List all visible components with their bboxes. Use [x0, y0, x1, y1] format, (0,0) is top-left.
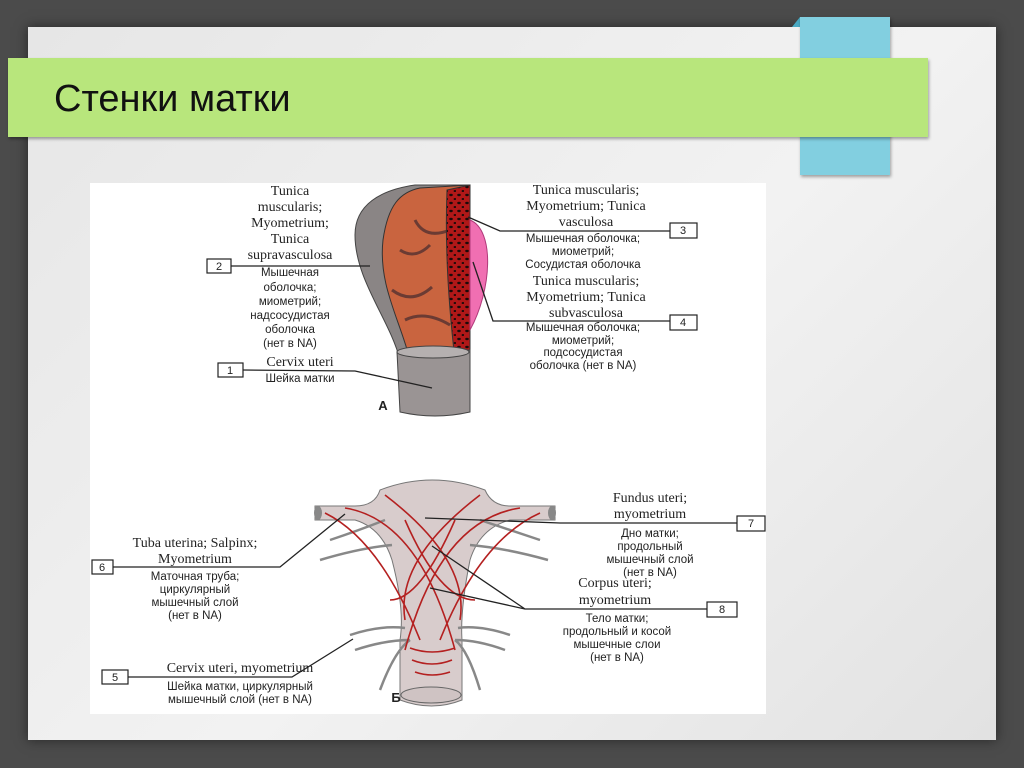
label-text-line: миометрий;: [552, 246, 614, 258]
label-5-russian-2: мышечный слой (нет в NA): [168, 694, 312, 706]
diagram-svg: А 2 Tunica muscularis; Myometrium; Tunic…: [91, 183, 766, 707]
label-text-line: Сосудистая оболочка: [525, 259, 641, 271]
label-4-text: Tunica muscularis; Myometrium; Tunica su…: [526, 274, 647, 372]
label-number-3: 3: [680, 225, 686, 237]
label-1-russian: Шейка матки: [265, 373, 334, 385]
label-text-line: Tunica muscularis;: [533, 274, 639, 289]
label-number-8: 8: [719, 604, 725, 616]
label-text-line: Тело матки;: [586, 613, 649, 625]
label-text-line: оболочка;: [264, 282, 317, 294]
uterus-myometrium-illustration: [314, 479, 556, 707]
figure-a-letter: А: [378, 398, 388, 413]
label-text-line: Corpus uteri;: [578, 576, 652, 591]
label-text-line: (нет в NA): [263, 338, 317, 350]
uterus-wall-diagram: А 2 Tunica muscularis; Myometrium; Tunic…: [90, 183, 766, 714]
label-box-4: [669, 314, 698, 331]
tab-fold-decoration: [792, 17, 800, 27]
label-text-line: Мышечная оболочка;: [526, 233, 640, 245]
label-text-line: vasculosa: [559, 215, 614, 230]
label-1-latin: Cervix uteri: [266, 355, 333, 370]
label-5-latin: Cervix uteri, myometrium: [167, 661, 314, 676]
label-text-line: Мышечная: [261, 267, 319, 279]
label-3-text: Tunica muscularis; Myometrium; Tunica va…: [525, 183, 646, 271]
label-number-7: 7: [748, 518, 754, 530]
label-text-line: supravasculosa: [248, 248, 334, 263]
label-text-line: myometrium: [579, 593, 651, 608]
figure-b-letter: Б: [391, 690, 400, 705]
label-number-2: 2: [216, 261, 222, 273]
label-text-line: мышечные слои: [573, 639, 660, 651]
label-number-1: 1: [227, 365, 233, 377]
label-text-line: Дно матки;: [621, 528, 679, 540]
label-text-line: подсосудистая: [543, 347, 622, 359]
label-text-line: (нет в NA): [168, 610, 222, 622]
label-text-line: subvasculosa: [549, 306, 624, 321]
label-6-text: Tuba uterina; Salpinx; Myometrium Маточн…: [133, 536, 258, 622]
label-text-line: Tunica: [271, 232, 310, 247]
label-text-line: Tuba uterina; Salpinx;: [133, 536, 258, 551]
label-text-line: мышечный слой: [151, 597, 238, 609]
label-text-line: Мышечная оболочка;: [526, 322, 640, 334]
label-text-line: продольный: [617, 541, 682, 553]
label-text-line: надсосудистая: [250, 310, 330, 322]
label-text-line: миометрий;: [259, 296, 321, 308]
label-text-line: Tunica muscularis;: [533, 183, 639, 198]
title-banner: [8, 58, 928, 137]
label-number-6: 6: [99, 562, 105, 574]
label-text-line: (нет в NA): [623, 567, 677, 579]
label-8-text: Corpus uteri; myometrium Тело матки; про…: [563, 576, 671, 664]
label-text-line: оболочка (нет в NA): [530, 360, 637, 372]
label-text-line: Myometrium;: [251, 216, 329, 231]
uterus-section-illustration: [354, 184, 489, 417]
label-text-line: продольный и косой: [563, 626, 671, 638]
label-5-russian-1: Шейка матки, циркулярный: [167, 681, 313, 693]
label-text-line: Myometrium; Tunica: [526, 290, 646, 305]
label-text-line: Myometrium; Tunica: [526, 199, 646, 214]
label-number-5: 5: [112, 672, 118, 684]
label-text-line: myometrium: [614, 507, 686, 522]
label-text-line: оболочка: [265, 324, 315, 336]
label-text-line: (нет в NA): [590, 652, 644, 664]
label-text-line: Myometrium: [158, 552, 232, 567]
label-text-line: Tunica: [271, 184, 310, 199]
label-7-text: Fundus uteri; myometrium Дно матки; прод…: [606, 491, 693, 579]
label-text-line: Маточная труба;: [151, 571, 240, 583]
label-text-line: миометрий;: [552, 335, 614, 347]
label-text-line: muscularis;: [258, 200, 323, 215]
label-text-line: мышечный слой: [606, 554, 693, 566]
label-text-line: Fundus uteri;: [613, 491, 687, 506]
label-number-4: 4: [680, 317, 686, 329]
label-text-line: циркулярный: [160, 584, 230, 596]
label-2-text: Tunica muscularis; Myometrium; Tunica su…: [248, 184, 334, 350]
slide-title: Стенки матки: [54, 78, 291, 120]
